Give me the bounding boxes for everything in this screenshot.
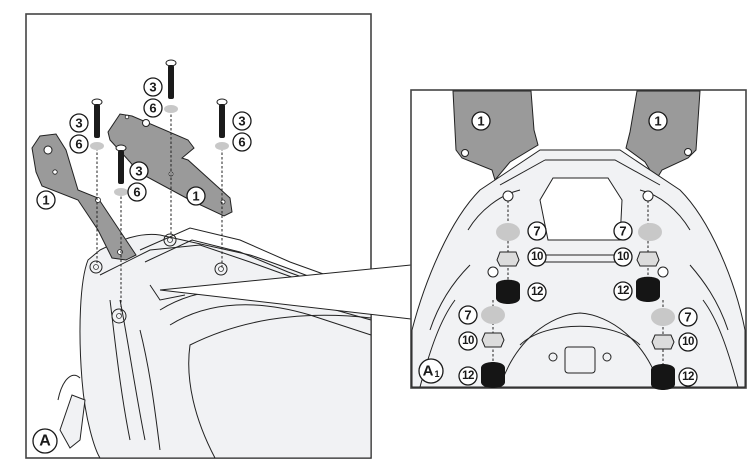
panel-a1-label: A 1 (418, 358, 444, 384)
callout-large-washer: 7 (527, 221, 547, 241)
callout-nut: 10 (678, 332, 698, 352)
callout-bumper: 12 (458, 366, 478, 386)
callout-washer: 6 (232, 132, 252, 152)
callout-screw: 3 (143, 77, 163, 97)
svg-text:1: 1 (42, 193, 49, 208)
callout-screw: 3 (69, 113, 89, 133)
svg-text:7: 7 (619, 224, 626, 239)
svg-text:1: 1 (192, 189, 199, 204)
right-bracket-detail (625, 90, 701, 181)
callout-nut: 10 (458, 331, 478, 351)
rack-opening (539, 177, 623, 241)
svg-text:7: 7 (684, 310, 691, 325)
callout-washer: 6 (69, 134, 89, 154)
svg-text:3: 3 (149, 80, 156, 95)
svg-text:10: 10 (682, 336, 694, 348)
nut (651, 334, 675, 350)
washer (164, 105, 178, 113)
callout-nut: 10 (613, 247, 633, 267)
frame-hole (163, 233, 177, 247)
callout-bumper: 12 (613, 281, 633, 301)
left-bracket-detail (452, 90, 539, 182)
frame-hole (214, 262, 228, 276)
svg-text:6: 6 (75, 137, 82, 152)
svg-text:3: 3 (135, 164, 142, 179)
panel-a-label: A (32, 428, 58, 454)
rubber-bumper (651, 364, 675, 390)
screw (91, 98, 103, 138)
svg-text:1: 1 (477, 114, 484, 129)
washer (215, 142, 229, 150)
callout-bracket: 1 (648, 111, 668, 131)
callout-bumper: 12 (678, 367, 698, 387)
rubber-bumper (481, 362, 505, 388)
callout-bracket: 1 (36, 190, 56, 210)
svg-text:10: 10 (531, 251, 543, 263)
rubber-bumper (636, 276, 660, 302)
frame-hole (111, 308, 127, 324)
svg-text:12: 12 (617, 285, 629, 297)
license-plate-light (564, 346, 596, 374)
nut (481, 332, 505, 348)
callout-washer: 6 (127, 182, 147, 202)
callout-washer: 6 (143, 98, 163, 118)
washer (90, 142, 104, 150)
callout-bracket: 1 (186, 186, 206, 206)
screw (165, 59, 177, 99)
callout-large-washer: 7 (613, 221, 633, 241)
svg-text:12: 12 (531, 286, 543, 298)
rack-frame (411, 149, 746, 388)
screw (115, 144, 127, 184)
detail-callout-lines (159, 264, 412, 320)
callout-large-washer: 7 (678, 307, 698, 327)
rack-hole (642, 190, 654, 202)
panel-a1: 1 1 7 10 12 7 10 12 7 10 12 7 10 12 A 1 (410, 89, 747, 390)
screw (216, 98, 228, 138)
svg-text:A: A (423, 363, 434, 380)
panel-a: 1 1 3 6 3 6 3 6 3 6 A (25, 13, 372, 459)
large-washer (638, 223, 662, 241)
svg-text:1: 1 (434, 369, 439, 379)
rubber-bumper (496, 279, 520, 304)
svg-text:A: A (39, 433, 51, 450)
large-washer (496, 223, 520, 241)
svg-text:12: 12 (682, 371, 694, 383)
frame-hole (89, 260, 103, 274)
callout-screw: 3 (232, 111, 252, 131)
callout-nut: 10 (527, 247, 547, 267)
callout-large-washer: 7 (458, 305, 478, 325)
svg-text:10: 10 (462, 335, 474, 347)
svg-text:6: 6 (149, 101, 156, 116)
callout-bumper: 12 (527, 282, 547, 302)
bracket-hole (43, 145, 53, 155)
large-washer (651, 308, 675, 326)
svg-text:7: 7 (533, 224, 540, 239)
svg-text:7: 7 (464, 308, 471, 323)
nut (636, 251, 660, 267)
svg-text:6: 6 (238, 135, 245, 150)
svg-text:6: 6 (133, 185, 140, 200)
svg-text:12: 12 (462, 370, 474, 382)
svg-text:10: 10 (617, 251, 629, 263)
large-washer (481, 306, 505, 324)
rack-hole (502, 190, 514, 202)
svg-text:1: 1 (654, 114, 661, 129)
nut (496, 251, 520, 267)
washer (114, 188, 128, 196)
svg-text:3: 3 (75, 116, 82, 131)
svg-text:3: 3 (238, 114, 245, 129)
callout-screw: 3 (129, 161, 149, 181)
callout-bracket: 1 (471, 111, 491, 131)
left-bracket (31, 133, 137, 261)
